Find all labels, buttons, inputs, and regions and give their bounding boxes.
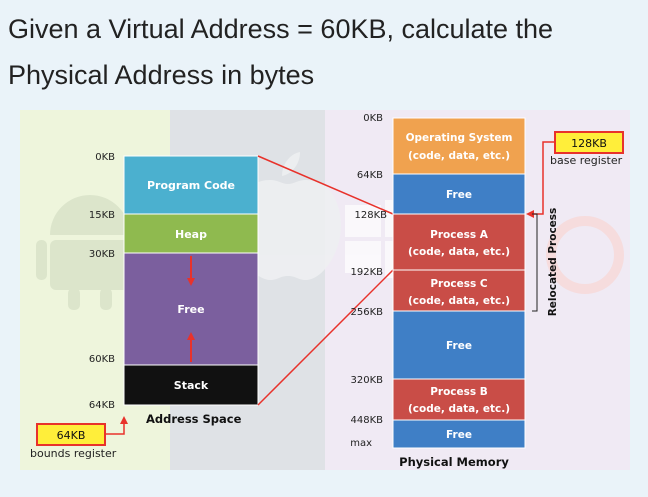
heap-label: Heap [175,228,207,241]
heap-block [123,213,259,254]
relocated-process: Relocated Process [532,208,559,317]
address-space: Program Code Heap Free Stack Address Spa… [89,152,259,426]
process-b-sublabel: (code, data, etc.) [408,403,510,415]
phys-tick-128kb: 128KB [354,210,387,221]
question-line-2: Physical Address in bytes [8,60,315,90]
process-c-sublabel: (code, data, etc.) [408,295,510,307]
base-register-label: base register [550,154,623,167]
free-label-1: Free [446,189,472,201]
free-label-3: Free [446,429,472,441]
relocated-bracket [532,213,538,312]
question-text: Given a Virtual Address = 60KB, calculat… [8,6,640,98]
phys-tick-64kb: 64KB [357,170,383,181]
bounds-register-arrow [105,416,128,435]
phys-tick-256kb: 256KB [350,307,383,318]
stack-label: Stack [174,379,209,392]
phys-tick-max: max [350,438,372,449]
process-a-block [392,213,526,271]
process-c-label: Process C [430,278,488,290]
tick-15kb: 15KB [89,210,115,221]
tick-30kb: 30KB [89,249,115,260]
process-a-label: Process A [430,229,489,241]
free-block-3 [392,419,526,449]
tick-0kb: 0KB [95,152,115,163]
mapping-line-bottom [257,269,394,406]
android-watermark-icon [36,195,144,310]
physical-memory-caption: Physical Memory [399,455,509,469]
process-a-sublabel: (code, data, etc.) [408,246,510,258]
free-label: Free [177,303,204,316]
program-code-block [123,155,259,215]
tick-64kb: 64KB [89,400,115,411]
phys-tick-0kb: 0KB [363,113,383,124]
free-block-2 [392,310,526,380]
base-register: 128KB base register [526,131,624,218]
apple-watermark-icon [235,152,341,280]
relocated-process-label: Relocated Process [547,208,559,317]
physical-memory: Operating System (code, data, etc.) Free… [350,113,526,469]
phys-tick-192kb: 192KB [350,267,383,278]
phys-tick-320kb: 320KB [350,375,383,386]
tick-60kb: 60KB [89,354,115,365]
process-b-label: Process B [430,386,488,398]
operating-system-sublabel: (code, data, etc.) [408,150,510,162]
phys-tick-448kb: 448KB [350,415,383,426]
free-block-1 [392,173,526,215]
program-code-label: Program Code [147,179,235,192]
bounds-register-label: bounds register [30,447,117,460]
operating-system-block [392,117,526,175]
mapping-line-top [257,155,394,215]
question-line-1: Given a Virtual Address = 60KB, calculat… [8,14,554,44]
operating-system-label: Operating System [406,132,513,144]
process-b-block [392,378,526,421]
ubuntu-watermark-icon [546,216,624,294]
stack-block [123,364,259,406]
base-register-value: 128KB [571,137,607,150]
bounds-register: 64KB bounds register [30,416,128,460]
address-space-caption: Address Space [146,412,242,426]
process-c-block [392,269,526,312]
free-label-2: Free [446,340,472,352]
bounds-register-value: 64KB [57,429,86,442]
